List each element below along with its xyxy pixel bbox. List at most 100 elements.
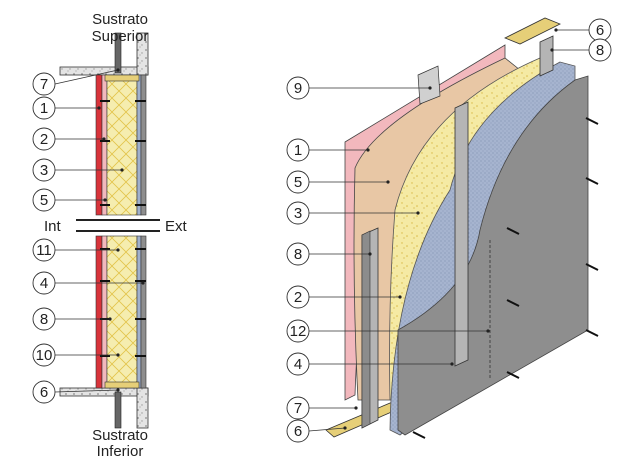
bottom-track xyxy=(104,381,140,389)
right-callout-6-circle xyxy=(286,319,310,343)
right-callout-3-number: 3 xyxy=(294,205,302,222)
left-callout-1-dot xyxy=(97,106,101,110)
left-callout-7-number: 8 xyxy=(40,311,48,328)
right-callout-1-dot xyxy=(366,148,370,152)
left-callout-5-circle xyxy=(32,238,56,262)
right-callout-4-dot xyxy=(368,252,372,256)
left-callout-4-circle xyxy=(32,188,56,212)
stud-mid-iso xyxy=(454,101,469,367)
left-callout-4: 5 xyxy=(32,188,107,212)
right-callout-7-circle xyxy=(286,352,310,376)
right-callout-1-number: 1 xyxy=(294,142,302,159)
left-callout-5-number: 11 xyxy=(36,242,52,259)
right-callout-0-circle xyxy=(286,76,310,100)
left-callout-1-circle xyxy=(32,96,56,120)
left-callout-7-dot xyxy=(108,317,112,321)
left-callout-9-number: 6 xyxy=(40,384,48,401)
right-callout-6-number: 12 xyxy=(290,323,307,340)
left-callout-1: 1 xyxy=(32,96,101,120)
left-callout-2-dot xyxy=(102,137,106,141)
right-callout-3: 3 xyxy=(286,201,420,225)
right-callout-9-number: 6 xyxy=(294,423,302,440)
left-callout-0-leader xyxy=(54,69,119,85)
left-callout-9-leader xyxy=(54,389,119,393)
top-anchor-rod xyxy=(114,32,122,74)
right-callout-4: 8 xyxy=(286,242,372,266)
stud-front-side xyxy=(361,230,371,429)
top-substrate-label-1: Sustrato xyxy=(92,11,148,28)
exterior-label: Ext xyxy=(165,218,188,235)
red-board-lower xyxy=(95,235,103,389)
left-callout-9-dot xyxy=(116,388,120,392)
left-callout-0-dot xyxy=(116,68,120,72)
left-callout-8-circle xyxy=(32,343,56,367)
cement-board-lower xyxy=(140,235,147,389)
bottom-substrate-label-1: Sustrato xyxy=(92,427,148,444)
right-callout-3-dot xyxy=(416,211,420,215)
right-callout-4-number: 8 xyxy=(294,246,302,263)
right-callout-7-dot xyxy=(450,362,454,366)
right-callout-4-circle xyxy=(286,242,310,266)
top-track-iso xyxy=(504,17,561,45)
right-callout-5-dot xyxy=(398,295,402,299)
bottom-substrate-slab xyxy=(59,387,149,397)
top-right-callout-0-dot xyxy=(554,28,558,32)
right-callout-5-circle xyxy=(286,285,310,309)
right-callout-8: 7 xyxy=(286,396,358,420)
top-right-callout-1-dot xyxy=(550,48,554,52)
left-callout-7: 8 xyxy=(32,307,112,331)
right-callout-7: 4 xyxy=(286,352,454,376)
membrane-lower xyxy=(136,235,142,389)
left-callout-0-circle xyxy=(32,72,56,96)
right-isometric-view: 9 1 5 3 8 2 12 4 7 6 6 8 xyxy=(286,17,612,443)
right-callout-7-number: 4 xyxy=(294,356,302,373)
stud-back-iso xyxy=(539,35,554,77)
left-callout-6-dot xyxy=(141,281,145,285)
right-callout-0: 9 xyxy=(286,76,432,100)
left-callout-8: 10 xyxy=(32,343,120,367)
membrane-upper xyxy=(136,74,142,216)
left-callout-6-circle xyxy=(32,271,56,295)
left-callout-3-number: 3 xyxy=(40,162,48,179)
red-board-upper xyxy=(95,74,103,216)
pink-board-lower xyxy=(101,235,108,389)
left-callout-2-number: 2 xyxy=(40,131,48,148)
left-section: Sustrato Superior Sustrato Inferior Int … xyxy=(32,11,188,460)
bottom-anchor-rod xyxy=(114,391,122,429)
right-callout-2-circle xyxy=(286,170,310,194)
cement-board-upper xyxy=(140,74,147,216)
left-callout-1-number: 1 xyxy=(40,100,48,117)
bottom-substrate-label-2: Inferior xyxy=(97,443,144,460)
right-callout-8-circle xyxy=(286,396,310,420)
right-callout-6-dot xyxy=(486,329,490,333)
top-right-callout-1-circle xyxy=(588,38,612,62)
left-callout-0: 7 xyxy=(32,68,120,96)
left-callout-4-number: 5 xyxy=(40,192,48,209)
right-callout-0-dot xyxy=(428,86,432,90)
left-callout-7-circle xyxy=(32,307,56,331)
right-callout-2-number: 5 xyxy=(294,174,302,191)
left-callout-6: 4 xyxy=(32,271,145,295)
top-right-callout-1: 8 xyxy=(550,38,612,62)
right-callout-1-circle xyxy=(286,138,310,162)
left-callout-0-number: 7 xyxy=(40,76,48,93)
top-substrate-label-2: Superior xyxy=(92,28,149,45)
left-callout-5: 11 xyxy=(32,238,120,262)
left-callout-2: 2 xyxy=(32,127,106,151)
top-right-callout-0: 6 xyxy=(554,18,612,42)
bottom-substrate-column xyxy=(136,387,149,429)
left-callout-9-circle xyxy=(32,380,56,404)
insulation-upper xyxy=(106,74,138,216)
left-callout-3-dot xyxy=(120,168,124,172)
top-right-callout-1-number: 8 xyxy=(596,42,604,59)
left-callout-3-circle xyxy=(32,158,56,182)
right-callout-5: 2 xyxy=(286,285,402,309)
top-right-callout-0-number: 6 xyxy=(596,22,604,39)
right-callout-1: 1 xyxy=(286,138,370,162)
screws-iso xyxy=(412,117,599,439)
right-callout-0-number: 9 xyxy=(294,80,302,97)
right-callout-6: 12 xyxy=(286,319,490,343)
right-callout-9-circle xyxy=(286,419,310,443)
